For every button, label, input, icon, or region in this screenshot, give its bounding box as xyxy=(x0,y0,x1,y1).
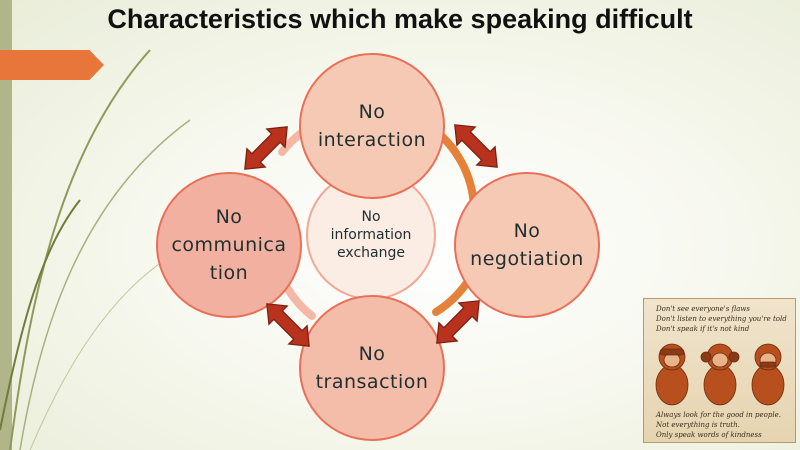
circle-top: No interaction xyxy=(299,53,445,199)
top-label: No interaction xyxy=(317,101,427,151)
card-bottom-line: Only speak words of kindness xyxy=(656,431,762,439)
title-accent-tab xyxy=(0,50,104,80)
right-label: No negotiation xyxy=(470,220,584,270)
card-top-line: Don't speak if it's not kind xyxy=(656,325,750,333)
circle-bottom: No transaction xyxy=(299,295,445,441)
card-top-line: Don't see everyone's flaws xyxy=(656,305,750,313)
double-arrow-icon xyxy=(444,114,508,178)
center-label: No information exchange xyxy=(330,209,412,261)
double-arrow-icon xyxy=(234,116,298,180)
left-accent-bar xyxy=(0,0,12,450)
left-label: No communica tion xyxy=(171,206,287,284)
circle-left: No communica tion xyxy=(156,172,302,318)
circle-right: No negotiation xyxy=(454,172,600,318)
card-bottom-line: Not everything is truth. xyxy=(656,421,740,429)
slide-title: Characteristics which make speaking diff… xyxy=(107,4,693,34)
card-bottom-line: Always look for the good in people. xyxy=(656,411,781,419)
double-arrow-icon xyxy=(256,293,320,357)
bottom-label: No transaction xyxy=(315,343,429,393)
card-top-line: Don't listen to everything you're told xyxy=(656,315,787,323)
double-arrow-icon xyxy=(426,290,490,354)
three-wise-monkeys-card: Don't see everyone's flaws Don't listen … xyxy=(643,298,796,443)
three-wise-monkeys-icon xyxy=(655,343,785,406)
